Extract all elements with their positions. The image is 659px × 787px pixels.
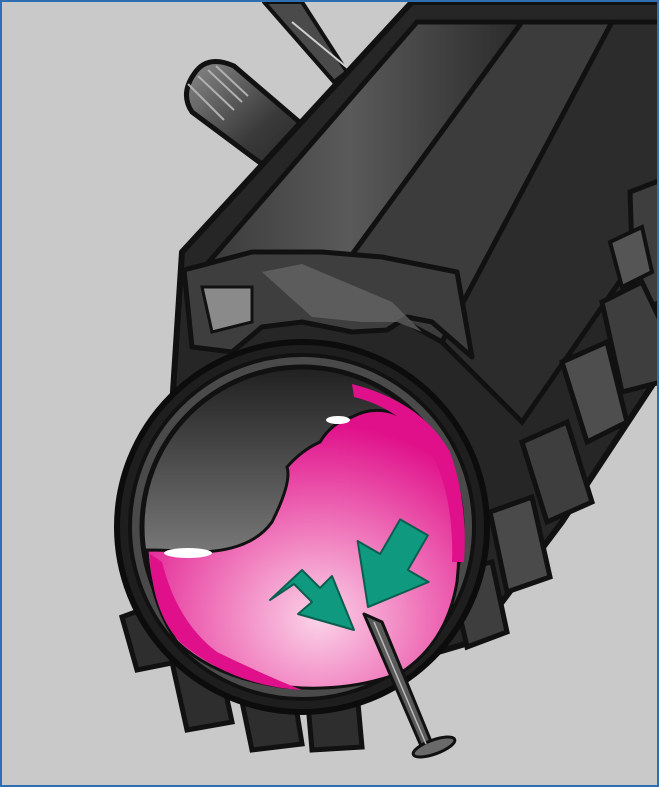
valve-stem-icon — [264, 2, 350, 82]
